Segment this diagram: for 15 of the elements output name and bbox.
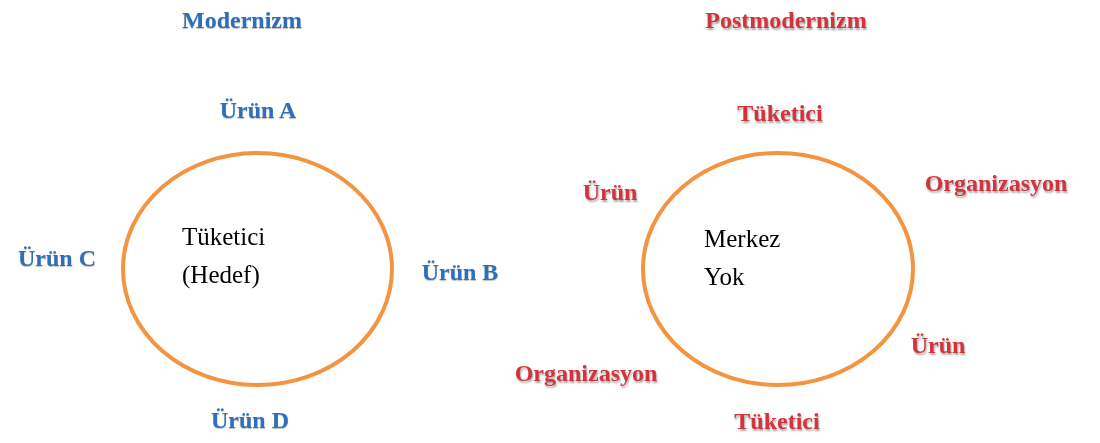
- term-label: Ürün B: [421, 258, 499, 286]
- term-label: Ürün D: [211, 406, 289, 434]
- term-label: Ürün: [910, 331, 966, 359]
- term-label: Organizasyon: [924, 169, 1068, 197]
- ellipse-node: [120, 150, 395, 388]
- term-label: Tüketici: [734, 407, 820, 435]
- term-label: Ürün: [582, 178, 638, 206]
- section-heading: Postmodernizm: [705, 6, 867, 34]
- section-heading: Modernizm: [182, 6, 302, 34]
- term-label: Ürün A: [219, 96, 297, 124]
- term-label: Tüketici: [737, 99, 823, 127]
- center-text: Merkez Yok: [704, 224, 782, 292]
- term-label: Organizasyon: [514, 359, 658, 387]
- term-label: Ürün C: [18, 244, 96, 272]
- center-text: Tüketici (Hedef): [182, 222, 267, 291]
